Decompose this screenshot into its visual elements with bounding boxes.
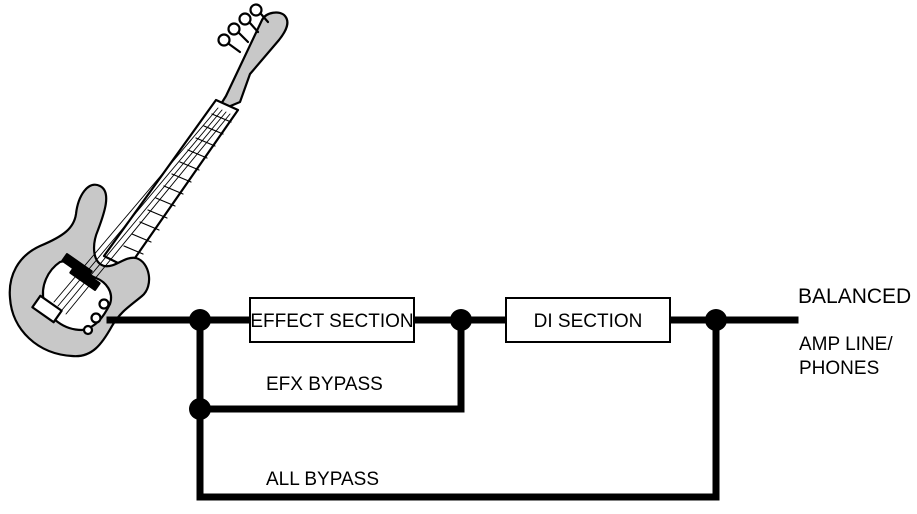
di-section-block — [505, 297, 671, 343]
di-section-label: DI SECTION — [534, 311, 643, 332]
signal-lines — [106, 316, 799, 501]
balanced-output-label: BALANCED — [798, 285, 911, 308]
amp-line-output-label: AMP LINE/ — [799, 334, 893, 355]
efx-bypass-line — [196, 316, 465, 413]
junction-dot — [450, 309, 472, 331]
effect-section-label: EFFECT SECTION — [250, 311, 413, 332]
all-bypass-label: ALL BYPASS — [266, 469, 379, 490]
efx-bypass-label: EFX BYPASS — [266, 374, 383, 395]
junction-dot — [189, 398, 211, 420]
all-bypass-line — [196, 316, 720, 501]
junction-dots — [189, 309, 727, 420]
bass-guitar-icon — [8, 3, 289, 358]
junction-dot — [705, 309, 727, 331]
effect-section-block — [249, 297, 415, 343]
junction-dot — [189, 309, 211, 331]
phones-output-label: PHONES — [799, 358, 879, 379]
